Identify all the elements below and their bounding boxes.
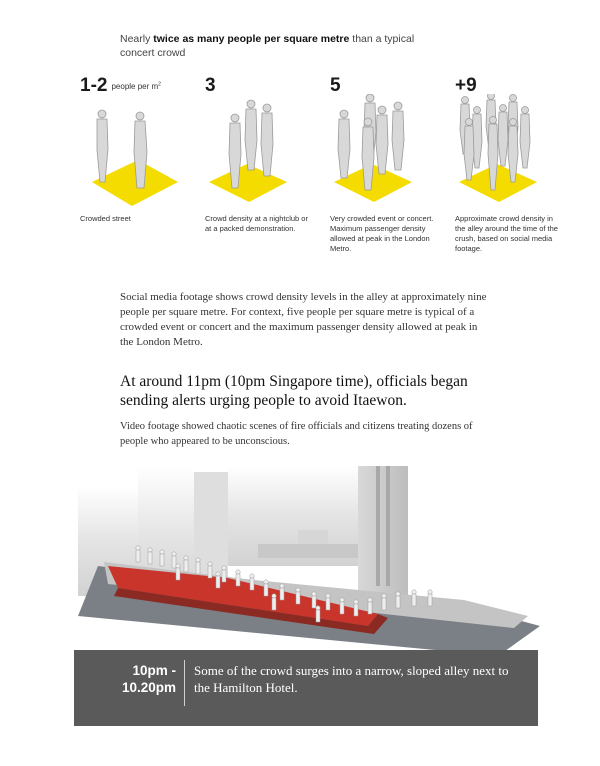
density-caption: Very crowded event or concert. Maximum p… [330,214,434,253]
timeline-banner: 10pm - 10.20pm Some of the crowd surges … [74,650,538,726]
banner-description: Some of the crowd surges into a narrow, … [194,663,509,695]
density-value: 5 [330,75,341,96]
density-value: +9 [455,75,477,96]
section-heading: At around 11pm (10pm Singapore time), of… [120,373,468,409]
density-unit: people per m2 [111,81,161,91]
intro-bold: twice as many people per square metre [153,33,350,45]
density-caption: Approximate crowd density in the alley a… [455,214,558,253]
density-illustration-1 [92,109,178,206]
density-caption: Crowded street [80,214,131,223]
density-illustration-3 [334,94,412,202]
banner-divider [184,660,185,706]
alley-illustration [78,466,540,656]
density-illustration-2 [209,99,287,202]
density-col-2: 3 Crowd density at a nightclub or at a p… [205,75,335,234]
intro-text: Nearly twice as many people per square m… [120,33,415,59]
banner-time: 10pm - 10.20pm [121,663,176,695]
density-value: 3 [205,75,216,96]
density-col-3: 5 Very crowded event or concert. Maximum… [330,75,460,254]
context-paragraph: Social media footage shows crowd density… [120,291,487,348]
density-col-4: +9 [455,75,585,254]
density-illustration-4 [459,94,537,202]
footage-paragraph: Video footage showed chaotic scenes of f… [120,421,473,447]
density-caption: Crowd density at a nightclub or at a pac… [205,214,308,233]
